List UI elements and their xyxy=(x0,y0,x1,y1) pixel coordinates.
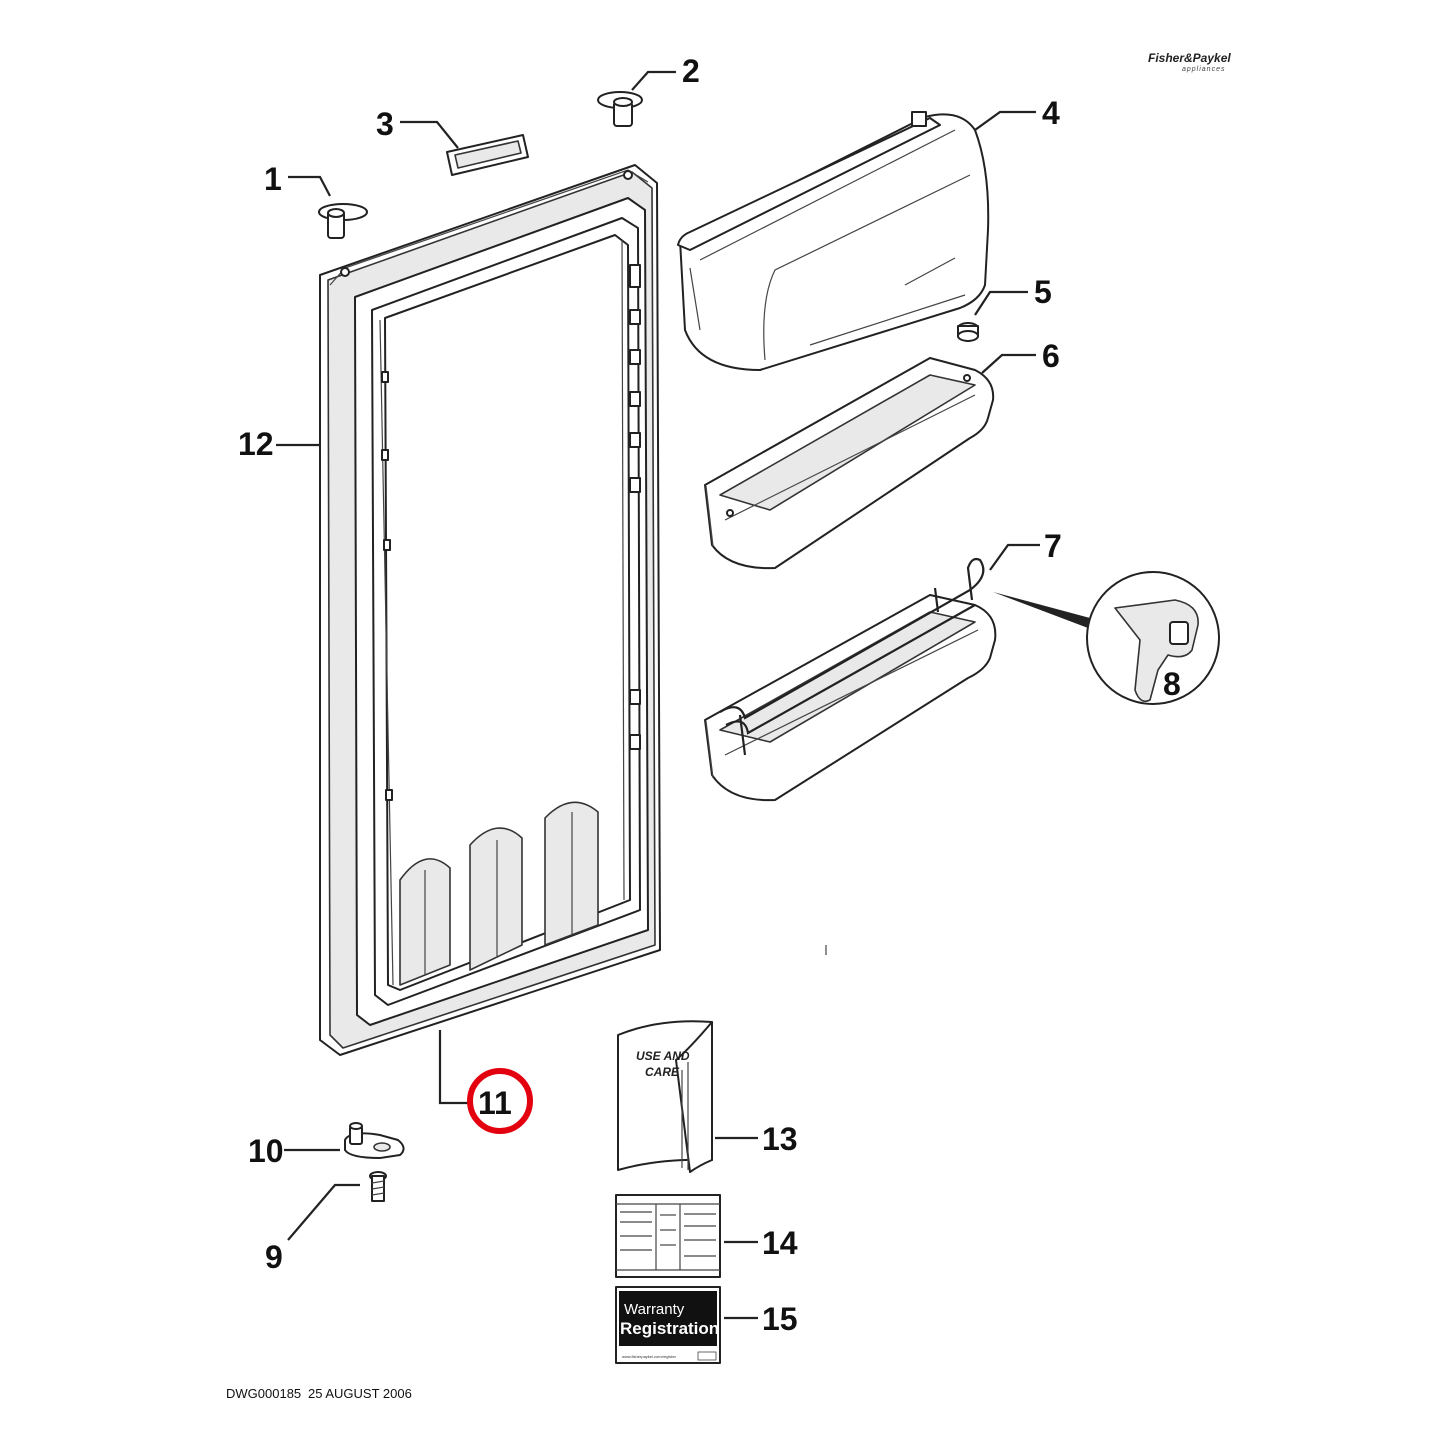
label-part-8: 8 xyxy=(1163,666,1181,702)
part-15-warranty-card: Warranty Registration www.fisherpaykel.c… xyxy=(615,1286,721,1364)
brand-name: Fisher&Paykel xyxy=(1148,51,1231,65)
leader-line-3 xyxy=(400,120,459,149)
label-part-1: 1 xyxy=(264,161,282,197)
leader-line-1 xyxy=(288,175,331,197)
label-part-4: 4 xyxy=(1042,95,1060,131)
label-part-15: 15 xyxy=(762,1301,798,1337)
brand-subtitle: appliances xyxy=(1182,66,1225,73)
label-part-6: 6 xyxy=(1042,338,1060,374)
warranty-line-1: Warranty xyxy=(624,1301,685,1318)
brand-logo: Fisher&Paykel appliances xyxy=(1148,51,1231,73)
label-part-3: 3 xyxy=(376,106,394,142)
part-4-door-bin xyxy=(677,111,990,371)
label-part-7: 7 xyxy=(1044,528,1062,564)
warranty-footer-url: www.fisherpaykel.com/register xyxy=(622,1354,677,1359)
leader-line-11 xyxy=(438,1030,472,1105)
part-10-bottom-hinge xyxy=(344,1122,405,1159)
label-part-5: 5 xyxy=(1034,274,1052,310)
label-part-11: 11 xyxy=(478,1085,512,1121)
part-1-hinge-pin xyxy=(318,203,368,239)
part-7-bin-with-retainer xyxy=(704,557,997,802)
part-8-retainer-clip-detail xyxy=(993,571,1220,705)
part-9-screw xyxy=(369,1171,387,1202)
warranty-card-banner xyxy=(619,1291,717,1346)
label-part-14: 14 xyxy=(762,1225,798,1261)
leader-line-2 xyxy=(631,70,676,91)
label-part-12: 12 xyxy=(238,426,274,462)
part-12-door xyxy=(319,164,661,1056)
highlight-circle xyxy=(467,1068,533,1134)
part-14-information-label xyxy=(615,1194,721,1278)
warranty-line-2: Registration xyxy=(620,1319,719,1338)
label-part-2: 2 xyxy=(682,53,700,89)
manual-title-line-1: USE AND xyxy=(636,1049,690,1063)
part-3-cover-strip xyxy=(446,134,529,176)
drawing-date: 25 AUGUST 2006 xyxy=(308,1386,412,1401)
leader-line-6 xyxy=(981,353,1036,374)
label-part-9: 9 xyxy=(265,1239,283,1275)
leader-line-7 xyxy=(989,543,1040,571)
part-5-plug xyxy=(957,322,979,342)
leader-line-4 xyxy=(974,110,1036,131)
part-2-hinge-pin xyxy=(597,91,643,127)
part-6-shallow-bin xyxy=(704,357,995,570)
drawing-id: DWG000185 xyxy=(226,1386,301,1401)
part-13-use-and-care-manual: USE AND CARE xyxy=(617,1020,713,1173)
manual-title-line-2: CARE xyxy=(645,1065,680,1079)
label-part-10: 10 xyxy=(248,1133,284,1169)
leader-line-5 xyxy=(974,290,1028,316)
label-part-13: 13 xyxy=(762,1121,798,1157)
leader-line-9 xyxy=(287,1183,360,1241)
